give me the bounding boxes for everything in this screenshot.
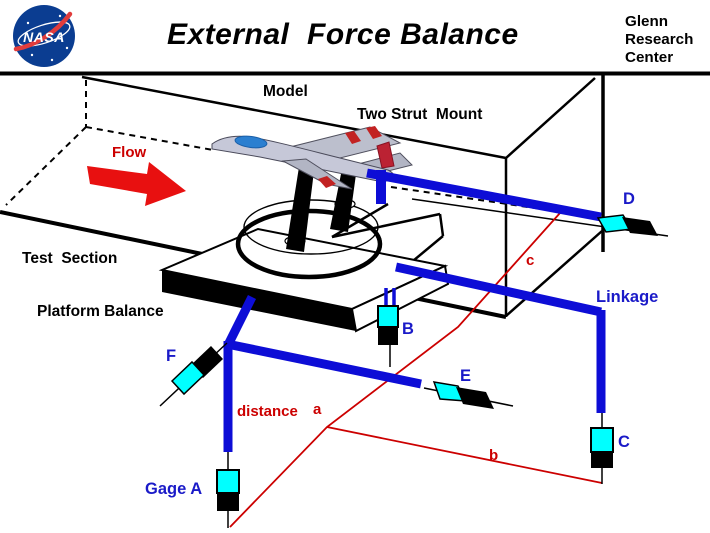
gage-d-base [622, 217, 658, 236]
nasa-logo-text: NASA [23, 29, 65, 45]
gage-a-base [217, 493, 239, 511]
step-edge [331, 212, 441, 239]
label-gage-d: D [623, 190, 635, 208]
nasa-logo-star [26, 21, 30, 25]
near-wing-stripe [318, 176, 336, 188]
link-bar-platform-right [395, 262, 602, 317]
flow-arrow [87, 162, 186, 206]
gage-f-cell [170, 360, 206, 396]
nasa-logo-star [58, 14, 62, 18]
label-dim-a: a [313, 401, 322, 418]
gage-a-cell [216, 469, 240, 494]
platform-front-face [162, 270, 356, 331]
hidden-floor-back-edge [85, 126, 214, 151]
linkage-system [223, 168, 606, 452]
turntable-outer-ring [243, 199, 379, 255]
gage-b-cell [377, 305, 399, 328]
nasa-logo-star [65, 46, 69, 50]
label-gage-f: F [166, 347, 176, 365]
nasa-logo-star [50, 58, 54, 62]
org-line-2: Research [625, 31, 693, 48]
gauges [159, 214, 658, 528]
rear-strut [330, 164, 357, 232]
label-test-section: Test Section [22, 250, 117, 267]
front-strut [286, 167, 314, 252]
gage-b-base [378, 327, 398, 345]
nasa-logo-star [30, 53, 34, 57]
tail-link-vertical [376, 170, 386, 204]
link-bar-to-d [366, 168, 602, 222]
back-wall-top-edge [81, 75, 507, 160]
strut-mount [286, 164, 357, 252]
right-wall-bottom-edge [505, 230, 603, 317]
canopy [234, 135, 268, 149]
gage-c-cell [590, 427, 614, 453]
right-wall-top-edge [505, 77, 596, 159]
label-dim-b: b [489, 447, 498, 464]
hidden-floor-left-edge [5, 126, 87, 206]
label-dim-c: c [526, 252, 534, 269]
link-bar-platform-left [224, 294, 257, 346]
gage-e-base [456, 387, 494, 409]
org-name: Glenn Research Center [625, 13, 693, 66]
platform-balance [158, 227, 450, 333]
header-divider [0, 71, 710, 76]
step-edge [438, 213, 445, 237]
label-platform-balance: Platform Balance [37, 303, 164, 320]
nasa-logo-orbit [17, 21, 71, 47]
tail-fin [376, 141, 395, 169]
far-wing-stripe [345, 131, 361, 144]
gage-c-base [591, 452, 613, 468]
label-gage-e: E [460, 367, 471, 385]
labels: Model Two Strut Mount Test Section Platf… [22, 83, 658, 498]
label-gage-b: B [402, 320, 414, 338]
nasa-logo: NASA [13, 5, 75, 67]
label-gage-a: Gage A [145, 480, 202, 498]
header: NASA External Force Balance Glenn Resear… [0, 5, 710, 76]
nasa-logo-swoosh [13, 11, 73, 52]
org-line-1: Glenn [625, 13, 668, 30]
label-linkage: Linkage [596, 288, 658, 306]
far-wing-stripe [366, 126, 382, 139]
label-model: Model [263, 83, 308, 100]
label-distance: distance [237, 403, 298, 420]
label-two-strut-mount: Two Strut Mount [357, 106, 482, 123]
label-gage-c: C [618, 433, 630, 451]
near-wing [281, 158, 353, 190]
dimension-line-b [326, 426, 603, 484]
org-line-3: Center [625, 49, 673, 66]
page-title: External Force Balance [167, 18, 519, 51]
link-bar-to-e [226, 339, 422, 389]
label-flow: Flow [112, 144, 146, 161]
